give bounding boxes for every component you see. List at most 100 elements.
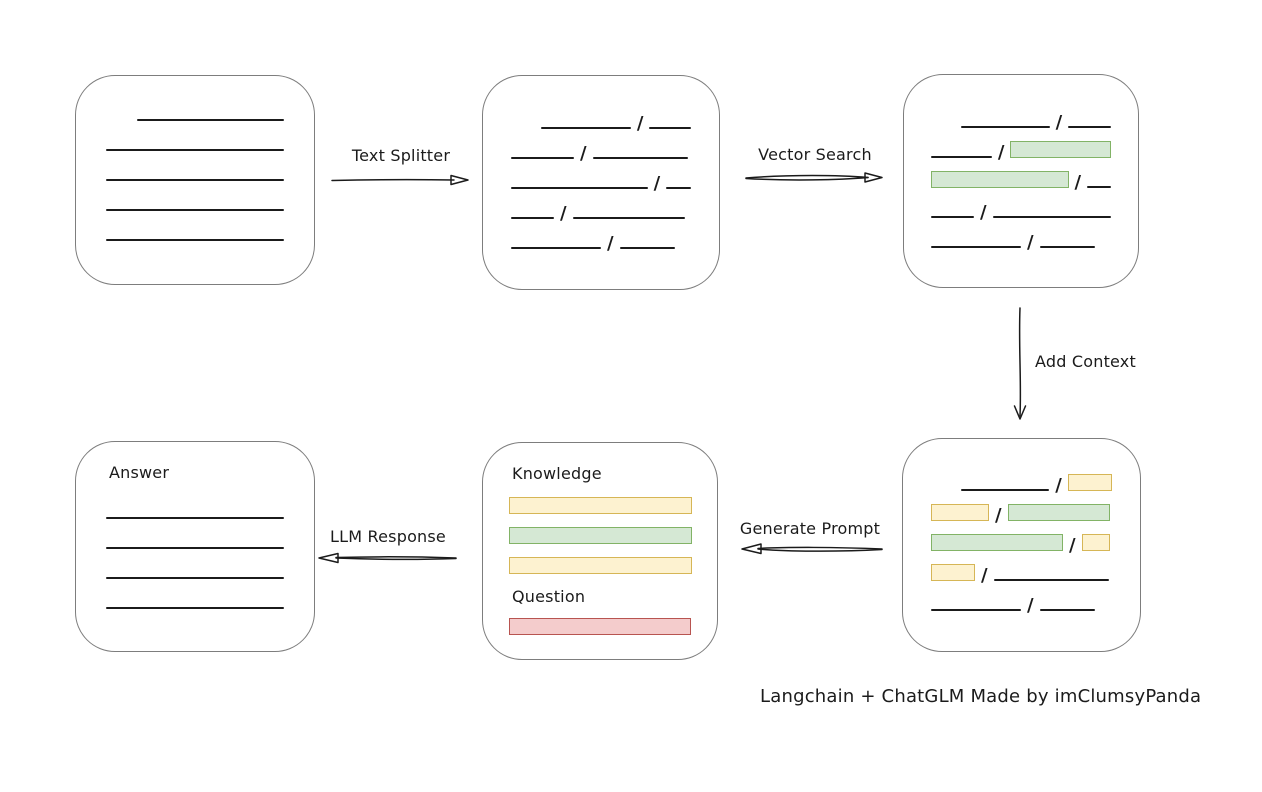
highlight-yellow-segment	[1067, 474, 1112, 491]
text-line-segment	[592, 157, 688, 159]
generate-prompt-arrow-icon	[741, 543, 883, 555]
text-line-segment	[1039, 246, 1095, 248]
slash-separator: /	[1055, 112, 1063, 133]
text-line-segment	[649, 127, 691, 129]
slash-separator: /	[1027, 595, 1034, 616]
text-line-segment	[931, 609, 1021, 611]
text-row: /	[931, 230, 1111, 252]
text-row: /	[931, 473, 1112, 495]
text-row: /	[931, 200, 1111, 222]
text-line-segment	[1039, 609, 1095, 611]
add-context-arrow-icon	[1013, 307, 1027, 420]
yellow-bar	[509, 557, 692, 574]
slash-separator: /	[997, 142, 1005, 163]
text-line-segment	[961, 126, 1050, 128]
question-bars	[509, 618, 691, 635]
text-line-segment	[511, 187, 648, 189]
source-document-box	[75, 75, 315, 285]
text-line-segment	[1087, 186, 1111, 188]
red-bar	[509, 618, 691, 635]
text-line-segment	[666, 187, 691, 189]
text-row: /	[931, 140, 1111, 162]
text-line-segment	[106, 239, 284, 241]
text-row	[106, 193, 284, 211]
highlight-green-segment	[1007, 504, 1110, 521]
highlight-green-segment	[1010, 141, 1111, 158]
text-line-segment	[572, 217, 685, 219]
text-row: /	[511, 171, 691, 193]
text-row: /	[511, 111, 691, 133]
text-row	[106, 561, 284, 579]
text-row	[106, 163, 284, 181]
split-chunks-box: / / / / /	[482, 75, 720, 290]
text-row: /	[931, 503, 1112, 525]
text-splitter-arrow-icon	[331, 174, 469, 186]
credit-caption: Langchain + ChatGLM Made by imClumsyPand…	[760, 686, 1202, 707]
context-box: / / / / /	[902, 438, 1141, 652]
add-context-label: Add Context	[1035, 352, 1136, 371]
text-line-segment	[137, 119, 284, 121]
vector-search-label: Vector Search	[758, 145, 872, 164]
text-line-segment	[619, 247, 675, 249]
text-line-segment	[106, 517, 284, 519]
highlight-yellow-segment	[1081, 534, 1110, 551]
text-line-segment	[106, 577, 284, 579]
context-lines: / / / / /	[903, 439, 1140, 615]
prompt-box: Knowledge Question	[482, 442, 718, 660]
text-row: /	[931, 593, 1112, 615]
vector-search-arrow-icon	[745, 172, 883, 183]
matched-chunk-lines: / / / / /	[904, 75, 1138, 252]
llm-response-label: LLM Response	[330, 527, 446, 546]
text-line-segment	[993, 579, 1109, 581]
answer-lines	[106, 501, 284, 609]
slash-separator: /	[580, 143, 587, 164]
text-row	[106, 103, 284, 121]
slash-separator: /	[980, 202, 987, 223]
text-row	[106, 501, 284, 519]
text-row: /	[511, 231, 691, 253]
text-splitter-label: Text Splitter	[351, 146, 451, 165]
highlight-green-segment	[931, 534, 1063, 551]
text-row	[106, 591, 284, 609]
knowledge-label: Knowledge	[512, 464, 602, 483]
question-label: Question	[512, 587, 586, 606]
text-row: /	[931, 170, 1111, 192]
text-row	[106, 531, 284, 549]
text-row	[106, 133, 284, 151]
text-line-segment	[541, 127, 631, 129]
highlight-yellow-segment	[931, 564, 975, 581]
slash-separator: /	[995, 505, 1002, 526]
slash-separator: /	[607, 233, 614, 254]
highlight-yellow-segment	[931, 504, 989, 521]
green-bar	[509, 527, 692, 544]
text-row	[106, 223, 284, 241]
text-line-segment	[961, 489, 1050, 491]
text-row: /	[931, 563, 1112, 585]
highlight-green-segment	[931, 171, 1069, 188]
knowledge-bars	[509, 497, 692, 574]
text-line-segment	[106, 149, 284, 151]
slash-separator: /	[560, 203, 567, 224]
text-line-segment	[511, 247, 601, 249]
text-row: /	[931, 110, 1111, 132]
llm-response-arrow-icon	[318, 552, 457, 564]
slash-separator: /	[653, 173, 661, 194]
document-text-lines	[76, 76, 314, 241]
text-line-segment	[511, 217, 554, 219]
slash-separator: /	[981, 565, 988, 586]
text-line-segment	[106, 179, 284, 181]
text-line-segment	[992, 216, 1111, 218]
text-line-segment	[511, 157, 574, 159]
text-line-segment	[106, 547, 284, 549]
text-row: /	[511, 141, 691, 163]
text-line-segment	[931, 216, 974, 218]
slash-separator: /	[1074, 172, 1082, 193]
text-line-segment	[106, 209, 284, 211]
text-line-segment	[931, 156, 992, 158]
text-row: /	[931, 533, 1112, 555]
text-line-segment	[1068, 126, 1111, 128]
answer-box: Answer	[75, 441, 315, 652]
slash-separator: /	[1055, 475, 1062, 496]
text-row: /	[511, 201, 691, 223]
